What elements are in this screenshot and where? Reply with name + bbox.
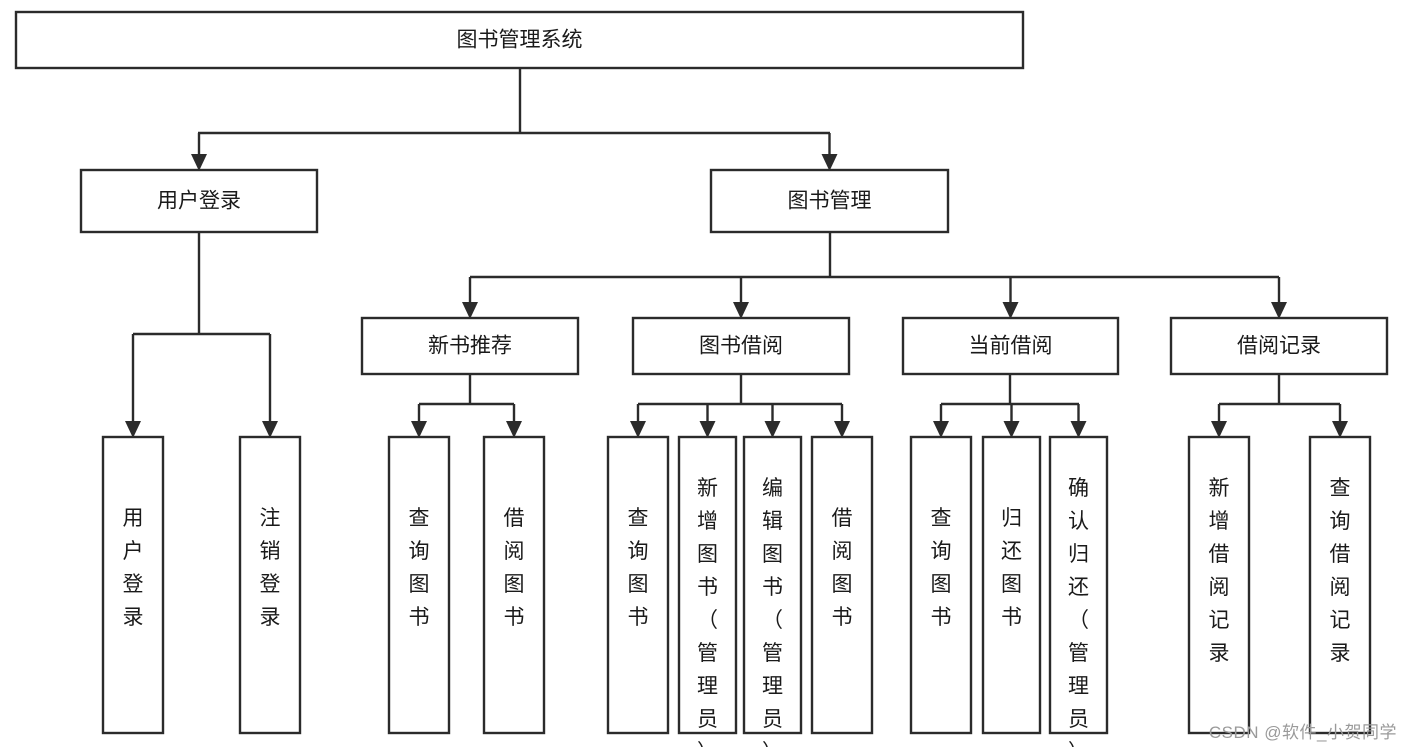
node-label-l-query-record: 查询借阅记录: [1330, 477, 1351, 665]
node-n-current-borrow[interactable]: 当前借阅: [901, 316, 1120, 376]
node-label-l-query-book-3: 查询图书: [931, 507, 952, 629]
connector-borrow-record-branch: [1219, 374, 1340, 406]
connector-new-book-rec-branch: [419, 374, 514, 406]
node-n-book-borrow[interactable]: 图书借阅: [631, 316, 851, 376]
node-n-user-login[interactable]: 用户登录: [79, 168, 319, 234]
connector-layer: [125, 68, 1348, 438]
node-box-l-query-book-3: [909, 435, 973, 735]
edge-n-new-book-rec-to-l-query-book-1: [411, 404, 427, 438]
node-l-query-book-3[interactable]: 查询图书: [909, 435, 973, 735]
edge-n-current-borrow-to-l-query-book-3: [933, 404, 949, 438]
node-root[interactable]: 图书管理系统: [14, 10, 1025, 70]
node-box-l-edit-book: [742, 435, 803, 735]
node-label-l-query-book-1: 查询图书: [409, 507, 430, 629]
edge-n-user-login-to-l-logout: [262, 334, 278, 438]
connector-user-login-branch: [133, 232, 270, 336]
edge-n-borrow-record-to-l-query-record: [1332, 404, 1348, 438]
node-label-l-user-login: 用户登录: [123, 507, 144, 629]
node-label-n-book-manage: 图书管理: [788, 190, 872, 213]
edge-n-borrow-record-to-l-add-record: [1211, 404, 1227, 438]
edge-n-book-borrow-to-l-borrow-book-2: [834, 404, 850, 438]
edge-n-book-borrow-to-l-add-book: [699, 404, 716, 438]
node-layer: 图书管理系统用户登录图书管理新书推荐图书借阅当前借阅借阅记录用户登录注销登录查询…: [14, 10, 1389, 747]
edge-root-to-n-book-manage: [821, 133, 838, 171]
node-box-l-confirm-return: [1048, 435, 1109, 735]
node-n-new-book-rec[interactable]: 新书推荐: [360, 316, 580, 376]
node-box-l-add-record: [1187, 435, 1251, 735]
node-box-l-borrow-book-2: [810, 435, 874, 735]
connector-current-borrow-branch: [941, 374, 1079, 406]
node-box-n-current-borrow: [901, 316, 1120, 376]
node-l-logout[interactable]: 注销登录: [238, 435, 302, 735]
node-box-l-add-book: [677, 435, 738, 735]
node-label-n-borrow-record: 借阅记录: [1237, 335, 1321, 358]
node-l-query-record[interactable]: 查询借阅记录: [1308, 435, 1372, 735]
connector-book-borrow-branch: [638, 374, 842, 406]
node-label-l-edit-book: 编辑图书（管理员）: [762, 477, 783, 747]
node-l-query-book-2[interactable]: 查询图书: [606, 435, 670, 735]
edge-n-current-borrow-to-l-return-book: [1003, 404, 1020, 438]
node-label-l-borrow-book-1: 借阅图书: [504, 507, 525, 629]
node-label-n-current-borrow: 当前借阅: [969, 335, 1053, 358]
edge-n-book-manage-to-n-new-book-rec: [462, 277, 478, 319]
node-box-l-return-book: [981, 435, 1042, 735]
edge-n-book-borrow-to-l-query-book-2: [630, 404, 646, 438]
node-n-borrow-record[interactable]: 借阅记录: [1169, 316, 1389, 376]
node-box-l-logout: [238, 435, 302, 735]
edge-n-current-borrow-to-l-confirm-return: [1070, 404, 1087, 438]
node-l-edit-book[interactable]: 编辑图书（管理员）: [742, 435, 803, 747]
node-label-l-borrow-book-2: 借阅图书: [832, 507, 853, 629]
connector-book-manage-branch: [470, 232, 1279, 279]
node-label-l-return-book: 归还图书: [1001, 507, 1022, 629]
node-label-l-logout: 注销登录: [260, 507, 281, 629]
node-n-book-manage[interactable]: 图书管理: [709, 168, 950, 234]
node-l-borrow-book-1[interactable]: 借阅图书: [482, 435, 546, 735]
node-box-l-query-book-2: [606, 435, 670, 735]
node-label-l-confirm-return: 确认归还（管理员）: [1068, 477, 1089, 747]
node-box-root: [14, 10, 1025, 70]
node-box-l-query-book-1: [387, 435, 451, 735]
edge-n-new-book-rec-to-l-borrow-book-1: [506, 404, 522, 438]
node-label-l-add-record: 新增借阅记录: [1209, 477, 1230, 665]
node-l-confirm-return[interactable]: 确认归还（管理员）: [1048, 435, 1109, 747]
edge-root-to-n-user-login: [191, 133, 207, 171]
node-l-return-book[interactable]: 归还图书: [981, 435, 1042, 735]
node-label-root: 图书管理系统: [457, 29, 583, 52]
node-box-n-new-book-rec: [360, 316, 580, 376]
node-label-l-add-book: 新增图书（管理员）: [697, 477, 718, 747]
node-label-n-user-login: 用户登录: [157, 190, 241, 213]
node-label-n-new-book-rec: 新书推荐: [428, 335, 512, 358]
edge-n-user-login-to-l-user-login: [125, 334, 141, 438]
node-label-l-query-book-2: 查询图书: [628, 507, 649, 629]
node-label-n-book-borrow: 图书借阅: [699, 335, 783, 358]
node-box-l-query-record: [1308, 435, 1372, 735]
node-box-n-book-borrow: [631, 316, 851, 376]
node-box-n-user-login: [79, 168, 319, 234]
node-box-l-borrow-book-1: [482, 435, 546, 735]
node-box-n-book-manage: [709, 168, 950, 234]
node-box-l-user-login: [101, 435, 165, 735]
connector-root-branch: [198, 68, 830, 135]
node-l-add-record[interactable]: 新增借阅记录: [1187, 435, 1251, 735]
node-l-user-login[interactable]: 用户登录: [101, 435, 165, 735]
edge-n-book-manage-to-n-book-borrow: [733, 277, 749, 319]
edge-n-book-manage-to-n-borrow-record: [1271, 277, 1287, 319]
node-l-borrow-book-2[interactable]: 借阅图书: [810, 435, 874, 735]
edge-n-book-manage-to-n-current-borrow: [1002, 277, 1019, 319]
node-l-query-book-1[interactable]: 查询图书: [387, 435, 451, 735]
node-l-add-book[interactable]: 新增图书（管理员）: [677, 435, 738, 747]
edge-n-book-borrow-to-l-edit-book: [764, 404, 781, 438]
node-box-n-borrow-record: [1169, 316, 1389, 376]
